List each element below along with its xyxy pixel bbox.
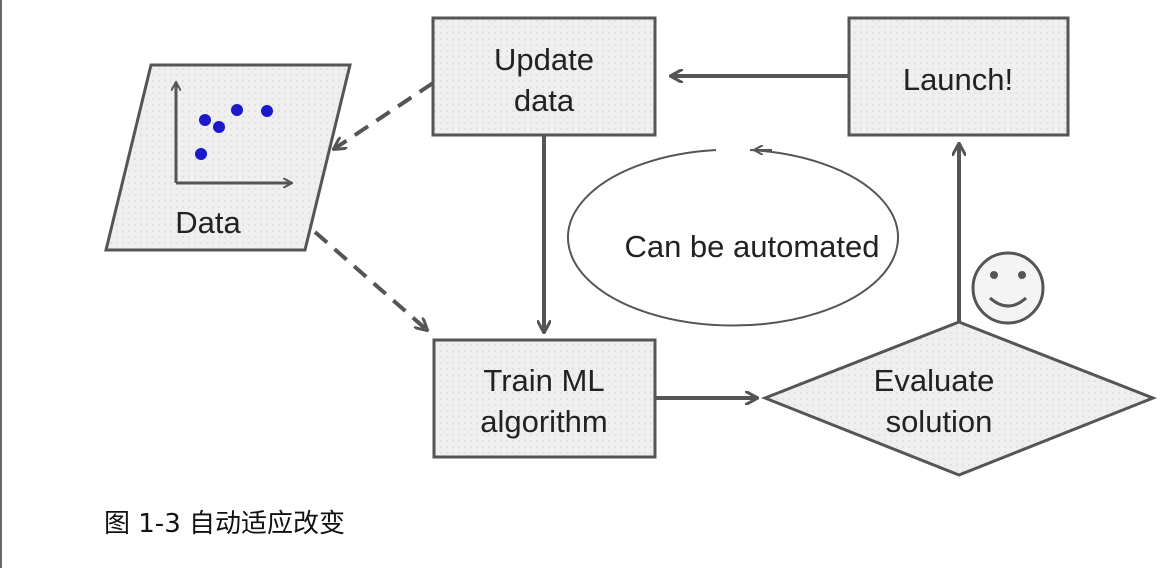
figure-caption: 图 1-3 自动适应改变 — [104, 509, 345, 539]
update-data-label-line2: data — [514, 83, 575, 118]
launch-label: Launch! — [903, 62, 1013, 97]
train-label-line2: algorithm — [480, 404, 608, 439]
automated-label: Can be automated — [624, 229, 879, 264]
arrow-data-to-train — [313, 230, 427, 330]
data-point — [261, 105, 273, 117]
data-parallelogram: Data — [104, 63, 352, 252]
automated-loop: Can be automated — [567, 150, 899, 327]
evaluate-diamond: Evaluate solution — [760, 320, 1158, 477]
arrow-update-to-data — [334, 81, 435, 149]
ml-workflow-diagram: Update data Launch! Data Train ML algori… — [104, 16, 1158, 477]
smiley-icon — [971, 251, 1045, 325]
data-point — [195, 148, 207, 160]
update-data-box: Update data — [431, 16, 657, 137]
data-point — [231, 104, 243, 116]
evaluate-label-line1: Evaluate — [874, 363, 995, 398]
left-border — [0, 0, 2, 568]
train-ml-box: Train ML algorithm — [432, 338, 657, 459]
update-data-label-line1: Update — [494, 42, 594, 77]
data-point — [199, 114, 211, 126]
train-label-line1: Train ML — [483, 363, 604, 398]
evaluate-label-line2: solution — [886, 404, 993, 439]
launch-box: Launch! — [847, 16, 1070, 137]
data-point — [213, 121, 225, 133]
data-label: Data — [175, 205, 241, 240]
